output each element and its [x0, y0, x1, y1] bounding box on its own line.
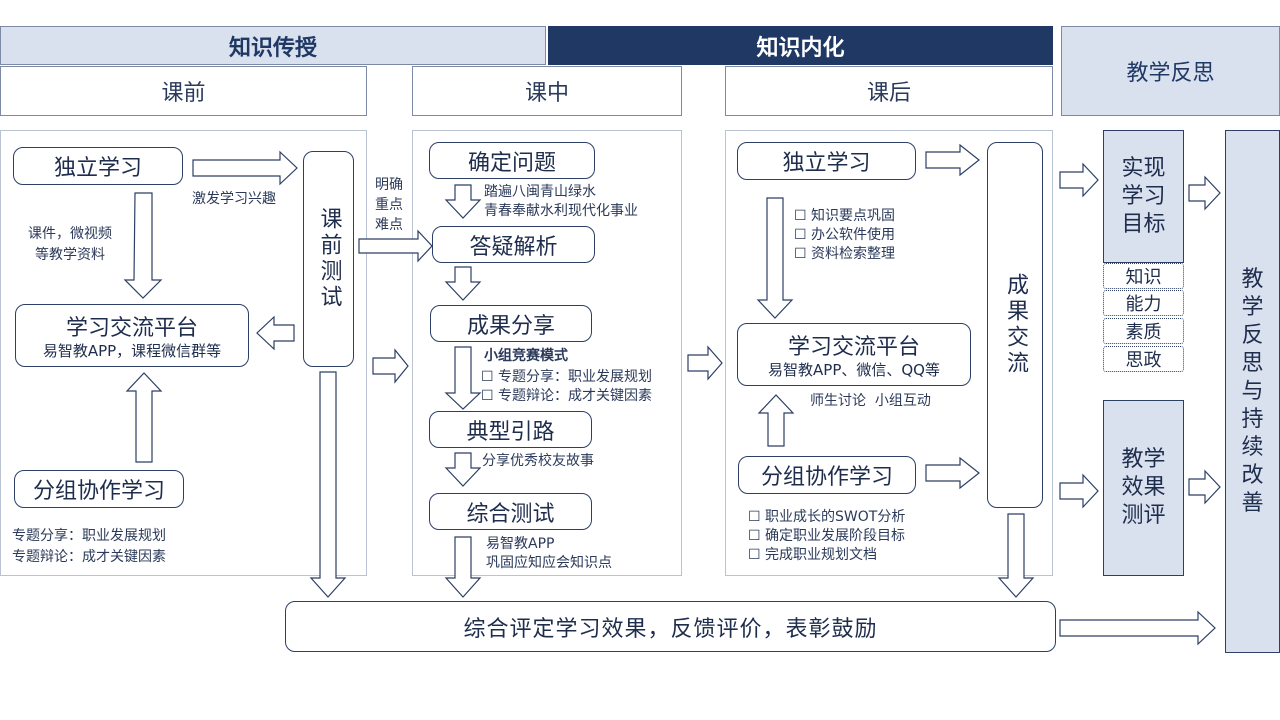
- arrow-down-icon: [444, 346, 482, 410]
- pre-independent-study: 独立学习: [13, 147, 183, 185]
- arrow-right-icon: [925, 143, 980, 177]
- materials-label: 课件，微视频 等教学资料: [28, 226, 112, 263]
- arrow-down-icon: [997, 513, 1035, 598]
- pre-group-study: 分组协作学习: [14, 470, 184, 508]
- focus-label: 明确 重点 难点: [375, 177, 403, 233]
- contest-item: ☐ 专题分享：职业发展规划: [481, 369, 653, 385]
- phase-pre-class: 课前: [0, 66, 367, 116]
- group-item: ☐ 确定职业发展阶段目标: [748, 528, 906, 544]
- arrow-right-icon: [1188, 175, 1221, 211]
- pre-platform-box: 学习交流平台 易智教APP，课程微信群等: [15, 304, 249, 367]
- results-exchange-box: 成果交流: [987, 142, 1043, 508]
- arrow-down-icon: [309, 371, 347, 598]
- contest-item: ☐ 专题辩论：成才关键因素: [481, 388, 653, 404]
- arrow-up-icon: [125, 372, 163, 463]
- checklist-item: ☐ 资料检索整理: [794, 246, 896, 262]
- phase-post-class: 课后: [725, 66, 1053, 116]
- group-item: ☐ 完成职业规划文档: [748, 547, 878, 563]
- pre-platform-title: 学习交流平台: [65, 316, 198, 341]
- arrow-up-icon: [757, 394, 795, 447]
- problem-note: 踏遍八闽青山绿水 青春奉献水利现代化事业: [484, 184, 638, 219]
- arrow-right-icon: [358, 229, 433, 263]
- arrow-down-icon: [444, 536, 482, 598]
- dim-quality: 素质: [1103, 318, 1184, 344]
- phase-in-class: 课中: [412, 66, 682, 116]
- arrow-right-icon: [192, 150, 298, 186]
- model-box: 典型引路: [429, 411, 592, 448]
- eval-box: 教学效果测评: [1103, 400, 1184, 576]
- post-group-study: 分组协作学习: [738, 456, 916, 494]
- arrow-right-icon: [1059, 162, 1099, 198]
- eval-label: 教学效果测评: [1121, 447, 1166, 528]
- arrow-down-icon: [444, 452, 482, 487]
- share-box: 成果分享: [430, 305, 592, 342]
- qa-box: 答疑解析: [432, 226, 595, 263]
- arrow-down-icon: [444, 266, 482, 301]
- arrow-right-icon: [1188, 469, 1221, 505]
- checklist-item: ☐ 办公软件使用: [794, 227, 896, 243]
- contest-mode-label: 小组竞赛模式: [484, 348, 568, 364]
- results-exchange-label: 成果交流: [1003, 273, 1028, 377]
- post-platform-sub: 易智教APP、微信、QQ等: [768, 361, 940, 379]
- continuous-improvement-label: 教学反思与持续改善: [1241, 266, 1264, 516]
- goal-box: 实现学习目标: [1103, 130, 1184, 263]
- post-platform-box: 学习交流平台 易智教APP、微信、QQ等: [737, 323, 971, 386]
- summary-box: 综合评定学习效果，反馈评价，表彰鼓励: [285, 601, 1056, 652]
- post-platform-title: 学习交流平台: [787, 335, 920, 360]
- arrow-down-icon: [444, 184, 482, 219]
- arrow-right-icon: [1059, 473, 1099, 509]
- alumni-label: 分享优秀校友故事: [482, 453, 594, 469]
- header-knowledge-internalize: 知识内化: [548, 26, 1053, 65]
- discussion-label: 师生讨论 小组互动: [810, 393, 931, 409]
- goal-label: 实现学习目标: [1121, 155, 1166, 237]
- pre-test-box: 课前测试: [303, 151, 354, 367]
- pre-platform-sub: 易智教APP，课程微信群等: [42, 342, 222, 360]
- arrow-right-icon: [1059, 610, 1216, 646]
- dim-knowledge: 知识: [1103, 263, 1184, 289]
- arrow-right-icon: [687, 345, 723, 381]
- pre-test-label: 课前测试: [316, 207, 342, 311]
- arrow-down-icon: [756, 197, 794, 319]
- arrow-left-icon: [256, 315, 295, 351]
- header-reflection: 教学反思: [1061, 26, 1280, 116]
- dim-ideology: 思政: [1103, 346, 1184, 372]
- define-problem-box: 确定问题: [429, 142, 595, 179]
- group-item: ☐ 职业成长的SWOT分析: [748, 509, 906, 525]
- summary-label: 综合评定学习效果，反馈评价，表彰鼓励: [463, 616, 878, 642]
- arrow-right-icon: [372, 348, 409, 384]
- test-note: 易智教APP 巩固应知应会知识点: [486, 536, 612, 571]
- checklist-item: ☐ 知识要点巩固: [794, 208, 896, 224]
- dim-ability: 能力: [1103, 290, 1184, 316]
- continuous-improvement-box: 教学反思与持续改善: [1225, 130, 1280, 653]
- arouse-interest-label: 激发学习兴趣: [192, 191, 276, 207]
- pre-topics-label: 专题分享：职业发展规划 专题辩论：成才关键因素: [12, 528, 166, 565]
- arrow-right-icon: [925, 456, 980, 490]
- header-knowledge-transfer: 知识传授: [0, 26, 546, 65]
- arrow-down-icon: [123, 192, 163, 299]
- post-independent-study: 独立学习: [737, 142, 916, 180]
- comprehensive-test-box: 综合测试: [429, 493, 592, 530]
